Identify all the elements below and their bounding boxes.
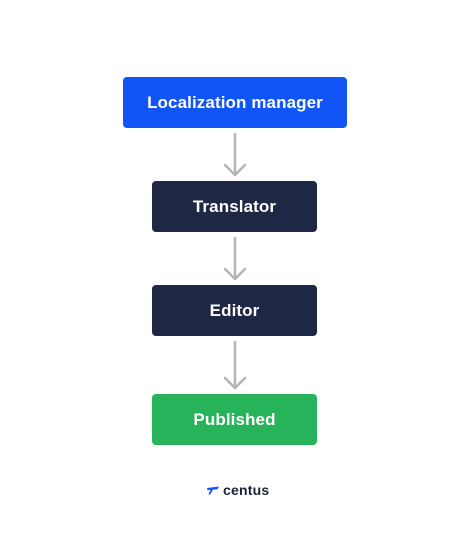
arrow-down-icon <box>223 133 247 177</box>
arrow-down-icon <box>223 341 247 390</box>
node-published: Published <box>152 394 317 445</box>
centus-logo-mark-icon <box>207 486 219 495</box>
node-editor: Editor <box>152 285 317 336</box>
arrow-down-icon <box>223 237 247 281</box>
centus-logo: centus <box>206 480 269 500</box>
node-translator: Translator <box>152 181 317 232</box>
logo-text: centus <box>223 482 270 498</box>
node-localization-manager: Localization manager <box>123 77 347 128</box>
